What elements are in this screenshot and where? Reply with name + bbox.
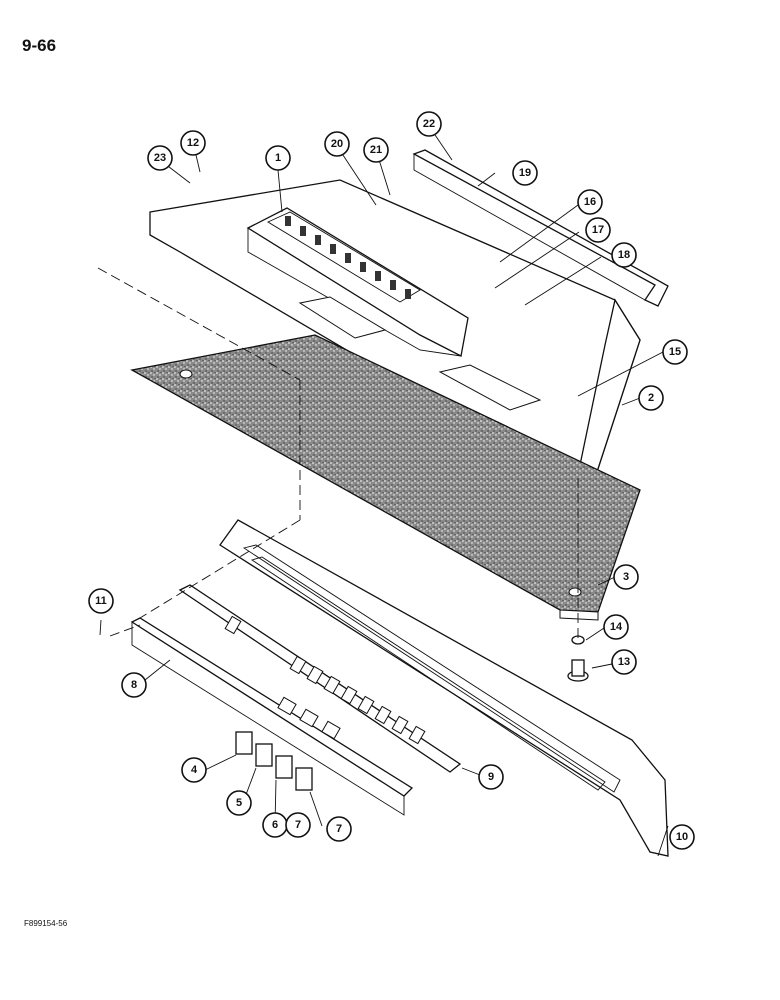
front-plate-part [130, 617, 414, 816]
callout-label: 7 [336, 823, 342, 835]
callout-label: 8 [131, 679, 137, 691]
callout-8: 8 [121, 672, 147, 698]
callout-label: 14 [610, 621, 623, 633]
callout-14: 14 [603, 614, 629, 640]
callout-15: 15 [662, 339, 688, 365]
callout-10: 10 [669, 824, 695, 850]
callout-label: 11 [95, 595, 107, 607]
terminal-strip-part [267, 211, 421, 303]
callout-1: 1 [265, 145, 291, 171]
callout-19: 19 [512, 160, 538, 186]
callout-label: 17 [592, 224, 604, 236]
callout-6: 6 [262, 812, 288, 838]
callout-label: 10 [676, 831, 688, 843]
callout-label: 22 [423, 118, 435, 130]
callout-12: 12 [180, 130, 206, 156]
callout-label: 5 [236, 797, 242, 809]
callout-4: 4 [181, 757, 207, 783]
callout-label: 3 [623, 571, 629, 583]
callout-label: 20 [331, 138, 343, 150]
callout-label: 19 [519, 167, 531, 179]
callout-16: 16 [577, 189, 603, 215]
callout-23: 23 [147, 145, 173, 171]
callout-label: 1 [275, 152, 281, 164]
callout-label: 6 [272, 819, 278, 831]
callout-label: 9 [488, 771, 494, 783]
callout-11: 11 [88, 588, 114, 614]
callout-20: 20 [324, 131, 350, 157]
switch-plate-part [178, 584, 462, 773]
alignment-lines [97, 267, 579, 640]
callout-7b: 7 [326, 816, 352, 842]
page-number: 9-66 [22, 36, 57, 55]
callout-label: 21 [370, 144, 382, 156]
bracket-part [412, 149, 669, 307]
callout-2: 2 [638, 385, 664, 411]
callout-label: 16 [584, 196, 596, 208]
switch-caps-part [235, 731, 313, 791]
top-panel-part [149, 179, 641, 480]
callout-21: 21 [363, 137, 389, 163]
callout-17: 17 [585, 217, 611, 243]
callout-22: 22 [416, 111, 442, 137]
callout-label: 15 [669, 346, 681, 358]
callout-7a: 7 [285, 812, 311, 838]
callout-3: 3 [613, 564, 639, 590]
callout-label: 23 [154, 152, 166, 164]
callout-label: 13 [618, 656, 630, 668]
callout-label: 12 [187, 137, 199, 149]
leader-lines [99, 125, 669, 857]
callout-label: 2 [648, 392, 654, 404]
callout-18: 18 [611, 242, 637, 268]
callout-5: 5 [226, 790, 252, 816]
foot-part [567, 635, 589, 682]
figure-code: F899154-56 [24, 919, 68, 928]
callout-label: 7 [295, 819, 301, 831]
callout-label: 4 [191, 764, 198, 776]
callout-9: 9 [478, 764, 504, 790]
callout-13: 13 [611, 649, 637, 675]
bezel-part [219, 519, 669, 857]
callout-label: 18 [618, 249, 630, 261]
